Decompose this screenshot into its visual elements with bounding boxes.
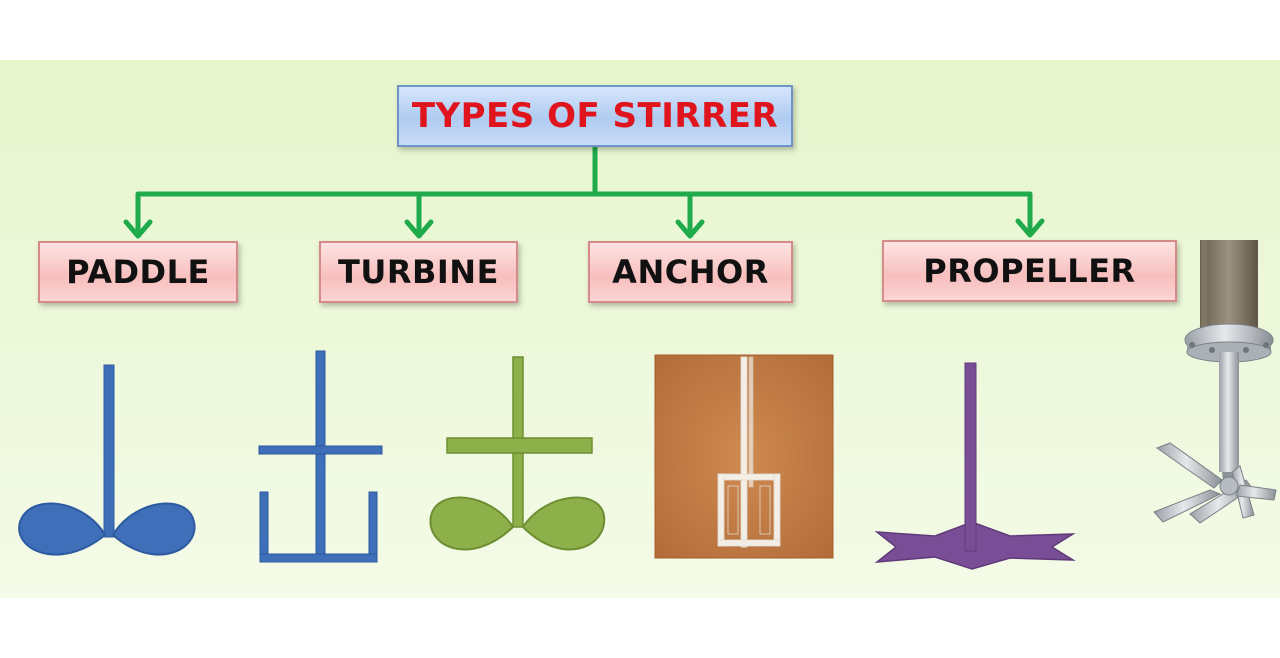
arrowhead-propeller	[1015, 218, 1045, 238]
turbine-stirrer-icon	[258, 350, 383, 563]
connector-lines	[123, 144, 1045, 239]
category-turbine: TURBINE	[319, 241, 518, 303]
paddle-stirrer-icon	[18, 364, 196, 556]
propeller-stirrer-photo	[1153, 240, 1277, 524]
anchor-stirrer-photo	[654, 354, 834, 559]
arrowhead-anchor	[675, 219, 705, 239]
green-turbine-stirrer-icon	[429, 356, 606, 551]
slide-background	[0, 60, 1280, 598]
stirrer-illustrations	[18, 240, 1277, 570]
slide: TYPES OF STIRRER PADDLE TURBINE ANCHOR P…	[0, 60, 1280, 598]
category-propeller: PROPELLER	[882, 240, 1177, 302]
title-box: TYPES OF STIRRER	[397, 85, 793, 147]
category-anchor: ANCHOR	[588, 241, 793, 303]
arrowhead-turbine	[404, 219, 434, 239]
arrowhead-paddle	[123, 219, 153, 239]
category-paddle: PADDLE	[38, 241, 238, 303]
propeller-stirrer-icon	[874, 362, 1076, 570]
